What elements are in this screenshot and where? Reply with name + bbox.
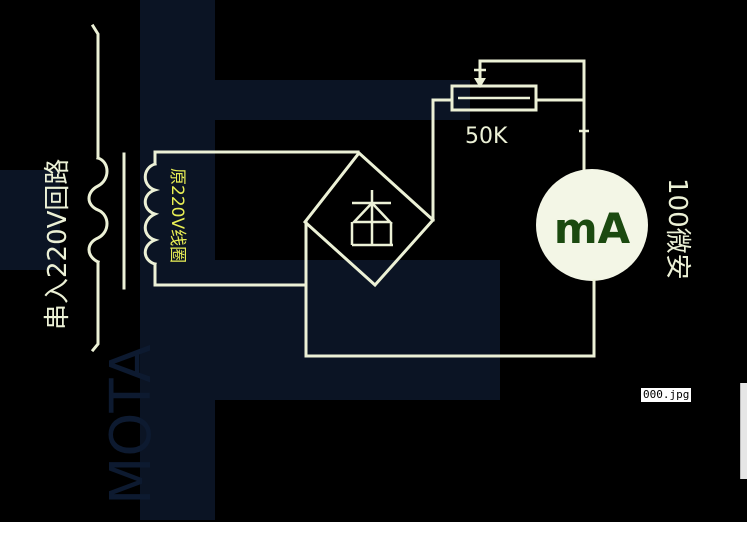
file-name-tag: 000.jpg (641, 388, 692, 402)
resistor-label: 50K (465, 124, 508, 149)
bridge-rectifier (302, 150, 436, 288)
input-wire (87, 23, 109, 353)
watermark: MOTA (0, 0, 500, 520)
edge-scrollbar[interactable] (740, 383, 747, 479)
potentiometer (450, 59, 586, 112)
diode-symbol (350, 190, 393, 247)
meter-rating-label: 100微安 (662, 178, 692, 280)
bottom-strip (0, 522, 747, 534)
series-label: 串入220V回路 (43, 159, 73, 330)
transformer-coil (122, 150, 161, 290)
return-wire (304, 220, 596, 358)
coil-label: 原220V线圈 (167, 168, 187, 263)
watermark-text: MOTA (99, 344, 164, 505)
milliamp-meter (536, 169, 648, 281)
meter-label: mA (554, 204, 631, 253)
bridge-to-resistor-wire (431, 98, 454, 222)
